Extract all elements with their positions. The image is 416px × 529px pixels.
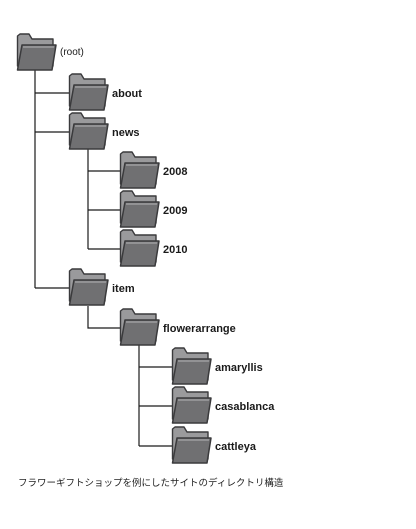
folder-icon	[171, 426, 212, 464]
folder-icon	[16, 33, 57, 71]
node-label-2008: 2008	[163, 166, 187, 178]
tree-node-2009: 2009	[119, 190, 187, 228]
folder-icon	[119, 308, 160, 346]
node-label-casablanca: casablanca	[215, 401, 275, 413]
tree-node-amaryllis: amaryllis	[171, 347, 263, 385]
tree-node-about: about	[68, 73, 142, 111]
node-label-amaryllis: amaryllis	[215, 362, 263, 374]
node-label-cattleya: cattleya	[215, 441, 257, 453]
folder-icon	[119, 151, 160, 189]
tree-node-item: item	[68, 268, 135, 306]
node-label-flowerarrange: flowerarrange	[163, 323, 236, 335]
item-trunk-line	[87, 306, 120, 329]
node-label-news: news	[112, 127, 140, 139]
node-label-about: about	[112, 88, 142, 100]
folder-icon	[119, 229, 160, 267]
tree-node-news: news	[68, 112, 140, 150]
folder-icon	[68, 73, 109, 111]
tree-node-2010: 2010	[119, 229, 187, 267]
folder-icon	[68, 268, 109, 306]
folder-icon	[171, 386, 212, 424]
folder-icon	[68, 112, 109, 150]
folder-icon	[119, 190, 160, 228]
figure-caption: フラワーギフトショップを例にしたサイトのディレクトリ構造	[18, 478, 284, 489]
tree-node-flowerarrange: flowerarrange	[119, 308, 236, 346]
tree-node-casablanca: casablanca	[171, 386, 275, 424]
node-label-item: item	[112, 283, 135, 295]
node-label-2009: 2009	[163, 205, 187, 217]
tree-node-root: (root)	[16, 33, 84, 71]
node-label-root: (root)	[60, 47, 84, 58]
node-label-2010: 2010	[163, 244, 187, 256]
tree-connectors	[34, 70, 172, 447]
tree-node-2008: 2008	[119, 151, 187, 189]
folder-icon	[171, 347, 212, 385]
tree-node-cattleya: cattleya	[171, 426, 257, 464]
